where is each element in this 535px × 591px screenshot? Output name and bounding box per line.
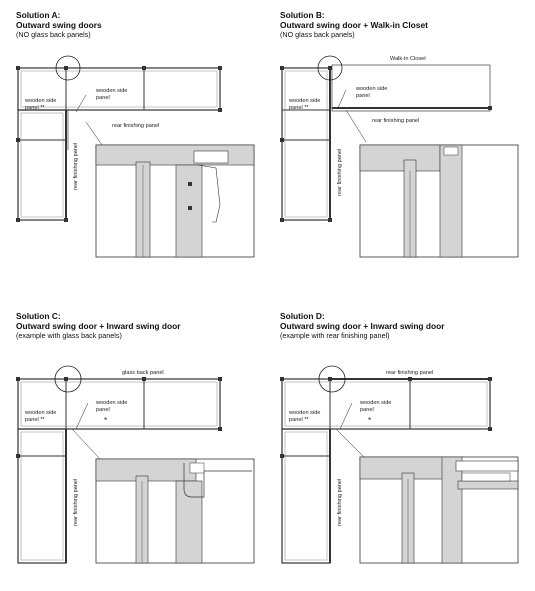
wooden-side-center-label-2: panel bbox=[360, 407, 374, 413]
solution-title: Solution A: bbox=[16, 10, 61, 20]
solution-a-diagram: wooden side panel ** wooden side panel r… bbox=[16, 55, 255, 258]
wooden-side-left-label-2: panel ** bbox=[289, 105, 309, 111]
rear-finishing-label: rear finishing panel bbox=[112, 123, 159, 129]
rear-finishing-top-label: rear finishing panel bbox=[386, 370, 433, 376]
wooden-side-left-label-2: panel ** bbox=[25, 417, 45, 423]
wooden-side-center-label: wooden side bbox=[355, 86, 387, 92]
solution-a: Solution A: Outward swing doors (NO glas… bbox=[16, 10, 266, 290]
wooden-side-left-label-2: panel ** bbox=[25, 105, 45, 111]
solution-note: (NO glass back panels) bbox=[280, 30, 355, 39]
solution-title: Solution B: bbox=[280, 10, 325, 20]
solution-title: Solution C: bbox=[16, 311, 61, 321]
solution-title: Solution D: bbox=[280, 311, 325, 321]
solution-b-diagram: Walk-in Closet wooden side panel ** wood… bbox=[280, 55, 519, 258]
wooden-side-left-label-2: panel ** bbox=[289, 417, 309, 423]
solution-subtitle: Outward swing door + Inward swing door bbox=[280, 321, 445, 331]
star-mark: * bbox=[104, 416, 107, 425]
wooden-side-center-label: wooden side bbox=[359, 400, 391, 406]
wooden-side-left-label: wooden side bbox=[288, 410, 320, 416]
solution-d: Solution D: Outward swing door + Inward … bbox=[280, 311, 530, 591]
wooden-side-center-label: wooden side bbox=[95, 400, 127, 406]
wooden-side-center-label: wooden side bbox=[95, 88, 127, 94]
solution-c: Solution C: Outward swing door + Inward … bbox=[16, 311, 266, 591]
wooden-side-center-label-2: panel bbox=[356, 93, 370, 99]
solution-note: (example with rear finishing panel) bbox=[280, 331, 390, 340]
rear-finishing-vertical-label: rear finishing panel bbox=[73, 479, 79, 526]
walk-in-closet-label: Walk-in Closet bbox=[390, 56, 426, 62]
solution-c-diagram: glass back panel wooden side panel ** wo… bbox=[16, 365, 255, 564]
solution-subtitle: Outward swing doors bbox=[16, 20, 102, 30]
wooden-side-left-label: wooden side bbox=[24, 410, 56, 416]
glass-back-panel-label: glass back panel bbox=[122, 370, 164, 376]
solution-subtitle: Outward swing door + Walk-in Closet bbox=[280, 20, 428, 30]
solution-b: Solution B: Outward swing door + Walk-in… bbox=[280, 10, 530, 290]
rear-finishing-vertical-label: rear finishing panel bbox=[337, 479, 343, 526]
wooden-side-left-label: wooden side bbox=[288, 98, 320, 104]
wooden-side-center-label-2: panel bbox=[96, 407, 110, 413]
rear-finishing-vertical-label: rear finishing panel bbox=[337, 149, 343, 196]
rear-finishing-vertical-label: rear finishing panel bbox=[73, 143, 79, 190]
rear-finishing-label: rear finishing panel bbox=[372, 118, 419, 124]
solution-note: (NO glass back panels) bbox=[16, 30, 91, 39]
wooden-side-center-label-2: panel bbox=[96, 95, 110, 101]
solution-subtitle: Outward swing door + Inward swing door bbox=[16, 321, 181, 331]
wooden-side-left-label: wooden side bbox=[24, 98, 56, 104]
star-mark: * bbox=[368, 416, 371, 425]
solution-note: (example with glass back panels) bbox=[16, 331, 122, 340]
solution-d-diagram: rear finishing panel wooden side panel *… bbox=[280, 365, 519, 564]
